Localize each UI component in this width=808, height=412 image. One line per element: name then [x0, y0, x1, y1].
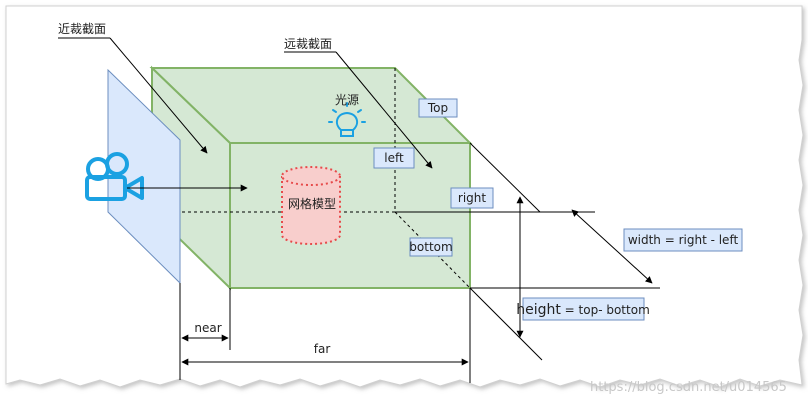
- top-extension-line: [469, 142, 541, 213]
- mesh-model-label: 网格模型: [288, 196, 336, 211]
- bottom-diagonal-extension: [469, 287, 543, 361]
- width-dimension-arrow: [571, 209, 653, 284]
- height-formula-label: height = top- bottom: [516, 302, 650, 318]
- far-label: far: [314, 342, 331, 356]
- height-word: height: [516, 302, 561, 318]
- width-formula-box: width = right - left: [623, 228, 743, 252]
- height-formula-rest: = top- bottom: [561, 303, 650, 317]
- left-label-box: left: [373, 147, 415, 169]
- right-label: right: [458, 191, 486, 205]
- far-plane-title: 远裁截面: [284, 37, 332, 51]
- near-plane-leader-arrow: [109, 37, 208, 154]
- bottom-label-box: bottom: [409, 237, 453, 257]
- frustum-box: [149, 65, 473, 291]
- height-formula-box: height = top- bottom: [516, 297, 650, 321]
- light-source-label: 光源: [335, 93, 359, 107]
- frustum-front-face: [229, 142, 471, 289]
- near-label: near: [194, 321, 221, 335]
- left-label: left: [384, 151, 404, 165]
- mesh-cylinder: [281, 166, 341, 245]
- width-formula-label: width = right - left: [628, 233, 739, 247]
- far-plane-leader-arrow: [335, 51, 433, 169]
- light-bulb-icon: [328, 102, 366, 137]
- near-plane-title: 近裁截面: [58, 22, 106, 36]
- top-label: Top: [427, 101, 448, 115]
- top-label-box: Top: [418, 98, 458, 118]
- watermark: https://blog.csdn.net/u014565: [590, 380, 787, 395]
- bottom-label: bottom: [409, 240, 452, 254]
- right-label-box: right: [450, 187, 494, 209]
